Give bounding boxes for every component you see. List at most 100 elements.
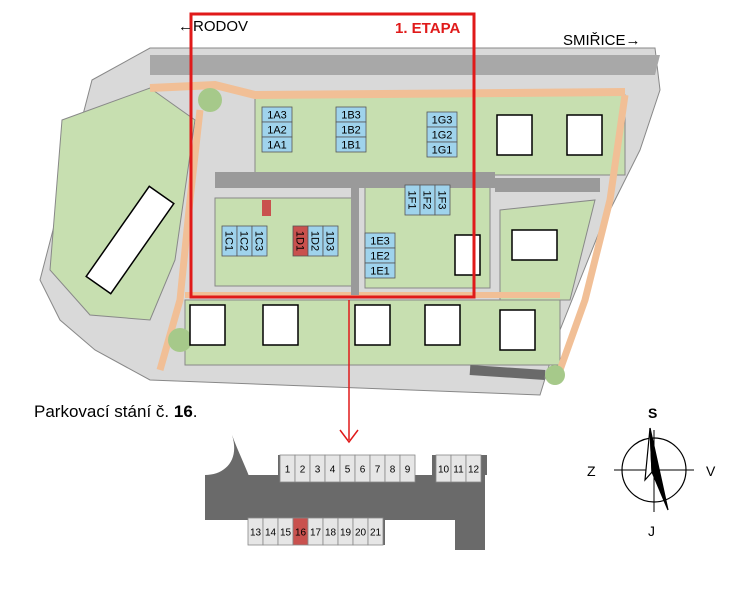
- caption-number: 16: [173, 402, 193, 421]
- parking-space-label: 3: [315, 465, 321, 476]
- building-unit-label: 1A1: [267, 140, 287, 152]
- building-unit-label: 1F3: [436, 191, 448, 210]
- parking-space-label: 21: [370, 528, 382, 539]
- parking-space-label: 6: [360, 465, 366, 476]
- building-unit-1d1: 1D1: [292, 225, 309, 257]
- parking-space-7: 7: [369, 454, 386, 483]
- building-unit-1d3: 1D3: [322, 225, 339, 257]
- parking-space-label: 14: [265, 528, 277, 539]
- parking-space-19: 19: [337, 517, 354, 546]
- parking-space-8: 8: [384, 454, 401, 483]
- compass-north-label: S: [648, 405, 658, 421]
- building-unit-1a1: 1A1: [261, 136, 293, 153]
- compass-south-label: J: [648, 523, 655, 539]
- parking-space-15: 15: [277, 517, 294, 546]
- building-unit-label: 1B2: [341, 125, 361, 137]
- parking-space-20: 20: [352, 517, 369, 546]
- stage-1-outline: [189, 12, 476, 299]
- parking-space-label: 10: [438, 465, 450, 476]
- parking-space-4: 4: [324, 454, 341, 483]
- building-unit-label: 1D2: [309, 231, 321, 251]
- other-houses: [85, 114, 603, 351]
- building-unit-1g1: 1G1: [426, 141, 458, 158]
- building-unit-label: 1E1: [370, 266, 390, 278]
- west-gardens: [49, 87, 196, 321]
- stage-label: 1. ETAPA: [395, 20, 461, 37]
- building-unit-label: 1B3: [341, 110, 361, 122]
- parking-space-1: 1: [279, 454, 296, 483]
- building-unit-1b1: 1B1: [335, 136, 367, 153]
- building-unit-1f2: 1F2: [419, 184, 436, 216]
- building-unit-1b2: 1B2: [335, 121, 367, 138]
- building-unit-label: 1G2: [432, 130, 453, 142]
- compass-east-label: V: [706, 463, 716, 479]
- parking-space-label: 5: [345, 465, 351, 476]
- building-unit-1e2: 1E2: [364, 247, 396, 264]
- building-unit-label: 1G1: [432, 145, 453, 157]
- caption-prefix: Parkovací stání č.: [34, 402, 170, 421]
- parking-space-label: 16: [295, 528, 307, 539]
- parking-space-label: 11: [453, 465, 464, 476]
- parking-space-label: 18: [325, 528, 337, 539]
- parking-space-label: 19: [340, 528, 352, 539]
- building-unit-label: 1G3: [432, 115, 453, 127]
- building-unit-label: 1A2: [267, 125, 287, 137]
- parking-space-label: 17: [310, 528, 322, 539]
- arrow-right-icon: →: [625, 32, 641, 49]
- parking-space-13: 13: [247, 517, 264, 546]
- arrow-left-icon: ←: [178, 18, 193, 35]
- building-unit-label: 1A3: [267, 110, 287, 122]
- compass: [614, 427, 694, 512]
- parking-space-label: 9: [405, 465, 411, 476]
- parking-space-label: 8: [390, 465, 396, 476]
- building-unit-1e3: 1E3: [364, 232, 396, 249]
- building-unit-1g3: 1G3: [426, 111, 458, 128]
- parking-space-18: 18: [322, 517, 339, 546]
- parking-space-17: 17: [307, 517, 324, 546]
- building-unit-1c3: 1C3: [251, 225, 268, 257]
- building-unit-label: 1E3: [370, 236, 390, 248]
- parking-space-10: 10: [435, 454, 452, 483]
- parking-space-3: 3: [309, 454, 326, 483]
- parking-space-2: 2: [294, 454, 311, 483]
- parking-space-label: 7: [375, 465, 381, 476]
- building-unit-1a2: 1A2: [261, 121, 293, 138]
- parking-space-11: 11: [450, 454, 467, 483]
- parking-space-5: 5: [339, 454, 356, 483]
- pointer-arrow: [339, 300, 359, 444]
- parking-space-label: 20: [355, 528, 367, 539]
- building-unit-1b3: 1B3: [335, 106, 367, 123]
- parking-space-14: 14: [262, 517, 279, 546]
- building-unit-1e1: 1E1: [364, 262, 396, 279]
- parking-space-label: 4: [330, 465, 336, 476]
- building-unit-label: 1C3: [253, 231, 265, 251]
- building-unit-label: 1B1: [341, 140, 361, 152]
- caption-suffix: .: [192, 402, 198, 421]
- main-road: [150, 55, 660, 75]
- parking-space-label: 2: [300, 465, 306, 476]
- parking-caption: Parkovací stání č. 16.: [34, 403, 198, 420]
- building-unit-label: 1E2: [370, 251, 390, 263]
- parking-space-9: 9: [399, 454, 416, 483]
- building-unit-1f3: 1F3: [434, 184, 451, 216]
- building-unit-label: 1D3: [324, 231, 336, 251]
- parking-space-12: 12: [465, 454, 482, 483]
- building-unit-label: 1C2: [238, 231, 250, 251]
- building-unit-1f1: 1F1: [404, 184, 421, 216]
- building-unit-1c2: 1C2: [236, 225, 253, 257]
- parking-space-label: 13: [250, 528, 262, 539]
- road-label-east: SMIŘICE→: [563, 32, 641, 49]
- road-label-west: ←RODOV: [178, 18, 249, 35]
- building-unit-1a3: 1A3: [261, 106, 293, 123]
- parking-space-label: 1: [285, 465, 291, 476]
- building-unit-label: 1D1: [294, 231, 306, 251]
- building-unit-1g2: 1G2: [426, 126, 458, 143]
- building-unit-label: 1F2: [421, 191, 433, 210]
- parking-space-label: 12: [468, 465, 480, 476]
- parking-space-6: 6: [354, 454, 371, 483]
- parking-space-label: 15: [280, 528, 292, 539]
- building-unit-1c1: 1C1: [221, 225, 238, 257]
